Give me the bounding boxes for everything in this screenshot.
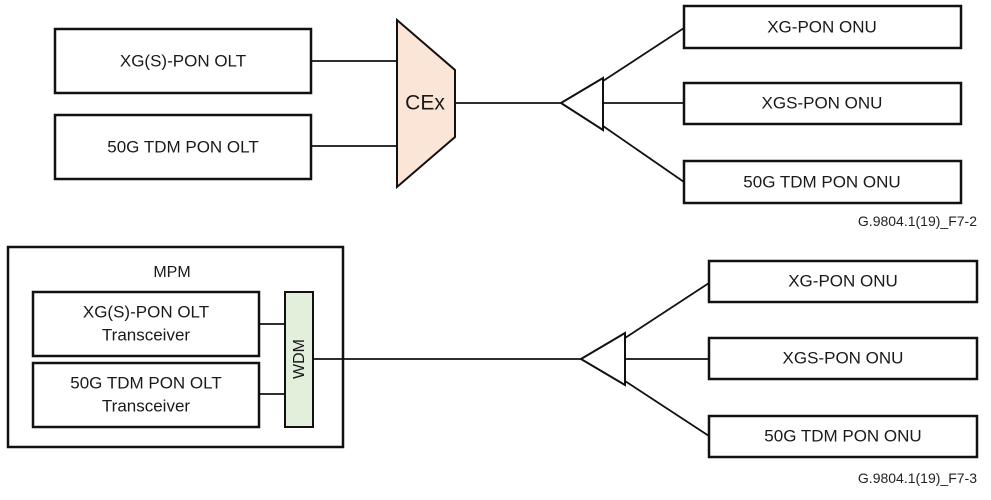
fiber-link xyxy=(602,125,685,183)
transceiver-label-line2: Transceiver xyxy=(102,325,191,344)
onu-label: XGS-PON ONU xyxy=(783,348,904,367)
fiber-link xyxy=(602,27,685,82)
olt-xgs-pon: XG(S)-PON OLT xyxy=(53,27,313,95)
wdm-label: WDM xyxy=(291,339,308,379)
onu-50g-tdm-pon: 50G TDM PON ONU xyxy=(707,414,979,459)
mpm-label: MPM xyxy=(153,264,190,281)
fiber-link xyxy=(624,282,710,339)
olt-box xyxy=(53,27,313,95)
onu-50g-tdm-pon: 50G TDM PON ONU xyxy=(682,159,963,205)
transceiver-xgs-pon: XG(S)-PON OLT Transceiver xyxy=(31,290,261,358)
onu-label: 50G TDM PON ONU xyxy=(743,172,900,191)
onu-xg-pon: XG-PON ONU xyxy=(707,259,979,304)
coexistence-element: CEx xyxy=(396,17,456,190)
figure-caption: G.9804.1(19)_F7-3 xyxy=(858,470,977,486)
onu-xg-pon: XG-PON ONU xyxy=(682,4,963,50)
fiber-link xyxy=(624,380,710,437)
splitter-triangle-icon xyxy=(559,76,604,132)
onu-box xyxy=(707,414,979,459)
transceiver-50g-tdm-pon: 50G TDM PON OLT Transceiver xyxy=(31,361,261,429)
figure-bottom: MPM XG(S)-PON OLT Transceiver 50G TDM PO… xyxy=(6,245,979,486)
transceiver-label-line1: 50G TDM PON OLT xyxy=(70,373,221,392)
olt-label: XG(S)-PON OLT xyxy=(120,51,246,70)
onu-box xyxy=(682,81,963,126)
onu-label: XG-PON ONU xyxy=(767,17,877,36)
onu-box xyxy=(707,336,979,381)
onu-label: 50G TDM PON ONU xyxy=(764,426,921,445)
transceiver-box xyxy=(31,290,261,358)
wdm: WDM xyxy=(284,291,314,428)
transceiver-label-line2: Transceiver xyxy=(102,396,191,415)
transceiver-box xyxy=(31,361,261,429)
figure-top: XG(S)-PON OLT 50G TDM PON OLT CEx XG-PON… xyxy=(53,4,977,229)
cex-trapezoid-icon xyxy=(396,17,456,190)
transceiver-label-line1: XG(S)-PON OLT xyxy=(83,302,209,321)
onu-label: XG-PON ONU xyxy=(788,271,898,290)
olt-box xyxy=(53,113,313,181)
splitter-triangle-icon xyxy=(579,331,626,387)
onu-box xyxy=(707,259,979,304)
onu-box xyxy=(682,4,963,50)
figure-caption: G.9804.1(19)_F7-2 xyxy=(858,213,977,229)
cex-label: CEx xyxy=(405,92,445,115)
onu-box xyxy=(682,159,963,205)
onu-label: XGS-PON ONU xyxy=(762,93,883,112)
onu-xgs-pon: XGS-PON ONU xyxy=(707,336,979,381)
onu-xgs-pon: XGS-PON ONU xyxy=(682,81,963,126)
olt-50g-tdm-pon: 50G TDM PON OLT xyxy=(53,113,313,181)
olt-label: 50G TDM PON OLT xyxy=(107,137,258,156)
